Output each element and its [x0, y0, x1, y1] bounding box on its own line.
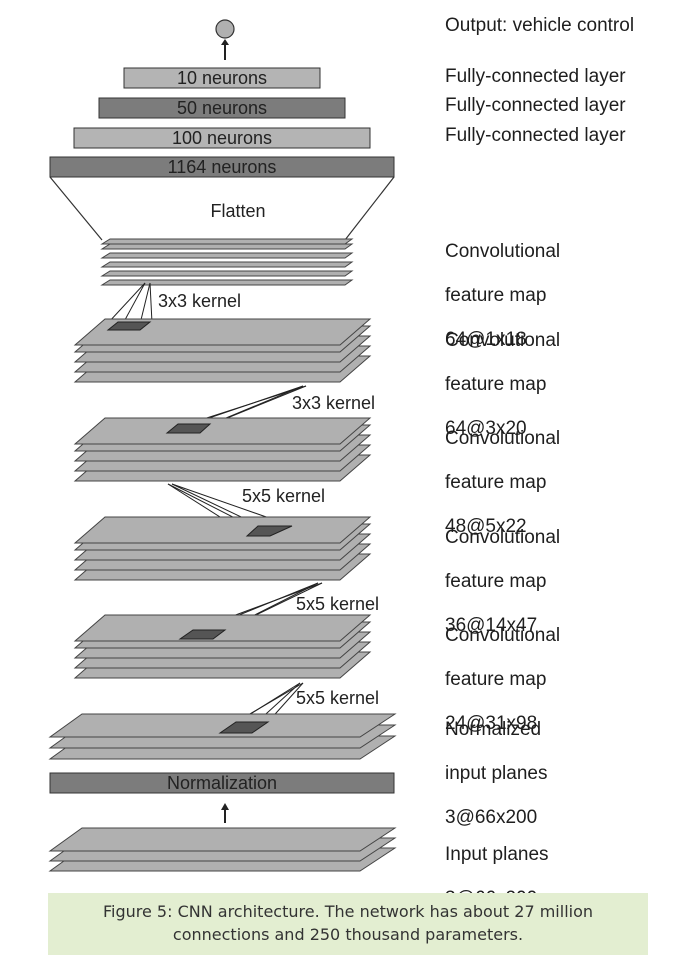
- feature-map-label-3-subtitle: feature map: [445, 472, 547, 493]
- feature-map-label-4-title: Convolutional: [445, 527, 561, 548]
- flat-box-1164-text: 1164 neurons: [168, 157, 277, 177]
- fc-box-10: [123, 67, 321, 89]
- kernel-patch-5: [218, 721, 270, 734]
- fc-box-50: [98, 97, 346, 119]
- feature-map-stack-36x14x47: [73, 516, 372, 581]
- fc-layer-label-1: Fully-connected layer: [445, 66, 626, 87]
- normalization-text: Normalization: [167, 773, 277, 793]
- feature-map-label-4-subtitle: feature map: [445, 571, 547, 592]
- input-planes-stack: [48, 827, 397, 872]
- fc-box-50-text: 50 neurons: [177, 98, 267, 118]
- input-arrow-head: [221, 803, 229, 810]
- feature-map-stack-24x31x98: [73, 614, 372, 679]
- kernel-label-4: 5x5 kernel: [296, 594, 379, 614]
- feature-map-stack-48x5x22: [73, 417, 372, 482]
- feature-map-label-2-subtitle: feature map: [445, 374, 547, 395]
- fc-layer-label-2: Fully-connected layer: [445, 95, 626, 116]
- feature-map-label-5-dims: 24@31x98: [445, 713, 538, 734]
- feature-map-label-1-title: Convolutional: [445, 241, 561, 262]
- kernel-patch-1: [106, 321, 152, 331]
- kernel-label-2: 3x3 kernel: [292, 393, 375, 413]
- feature-map-label-3-dims: 48@5x22: [445, 516, 527, 537]
- output-node: [215, 19, 235, 39]
- feature-map-label-3-title: Convolutional: [445, 428, 561, 449]
- kernel-label-3: 5x5 kernel: [242, 486, 325, 506]
- fc-layer-label-3: Fully-connected layer: [445, 125, 626, 146]
- flatten-text: Flatten: [210, 201, 265, 221]
- feature-map-label-3: Convolutional feature map 48@5x22: [445, 406, 560, 560]
- normalized-planes-stack: [48, 713, 397, 760]
- feature-map-label-4: Convolutional feature map 36@14x47: [445, 505, 560, 659]
- input-planes-title: Input planes: [445, 844, 549, 865]
- figure-caption-line-2: connections and 250 thousand parameters.: [172, 925, 524, 944]
- feature-map-label-1-dims: 64@1x18: [445, 329, 527, 350]
- feature-map-stack-64x3x20: [73, 318, 372, 383]
- fc-box-10-text: 10 neurons: [177, 68, 267, 88]
- feature-map-label-5: Convolutional feature map 24@31x98: [445, 603, 560, 757]
- feature-map-label-5-title: Convolutional: [445, 625, 561, 646]
- normalized-planes-subtitle: input planes: [445, 763, 548, 784]
- flatten-line-right: [344, 176, 395, 241]
- feature-map-label-2-title: Convolutional: [445, 330, 561, 351]
- feature-map-label-4-dims: 36@14x47: [445, 615, 538, 636]
- fc-box-100-text: 100 neurons: [172, 128, 272, 148]
- feature-map-label-1: Convolutional feature map 64@1x18: [445, 219, 560, 373]
- flatten-line-left: [49, 176, 103, 241]
- kernel-label-1: 3x3 kernel: [158, 291, 241, 311]
- normalization-box: [49, 772, 395, 794]
- kernel-patch-2: [165, 423, 212, 434]
- kernel-patch-3: [245, 525, 293, 537]
- normalized-planes-dims: 3@66x200: [445, 807, 538, 828]
- feature-map-stack-64x1x18: [100, 238, 354, 286]
- feature-map-label-5-subtitle: feature map: [445, 669, 547, 690]
- normalized-planes-title: Normalized: [445, 719, 542, 740]
- normalized-planes-label: Normalized input planes 3@66x200: [445, 697, 547, 851]
- kernel-patch-4: [178, 629, 227, 640]
- feature-map-label-2-dims: 64@3x20: [445, 418, 527, 439]
- flat-box-1164: [49, 156, 395, 178]
- kernel-label-5: 5x5 kernel: [296, 688, 379, 708]
- output-label: Output: vehicle control: [445, 15, 635, 36]
- figure-caption-line-1: Figure 5: CNN architecture. The network …: [102, 902, 594, 921]
- figure-caption: Figure 5: CNN architecture. The network …: [48, 893, 648, 955]
- output-arrow-head: [221, 39, 229, 45]
- feature-map-label-2: Convolutional feature map 64@3x20: [445, 308, 560, 462]
- feature-map-label-1-subtitle: feature map: [445, 285, 547, 306]
- fc-box-100: [73, 127, 371, 149]
